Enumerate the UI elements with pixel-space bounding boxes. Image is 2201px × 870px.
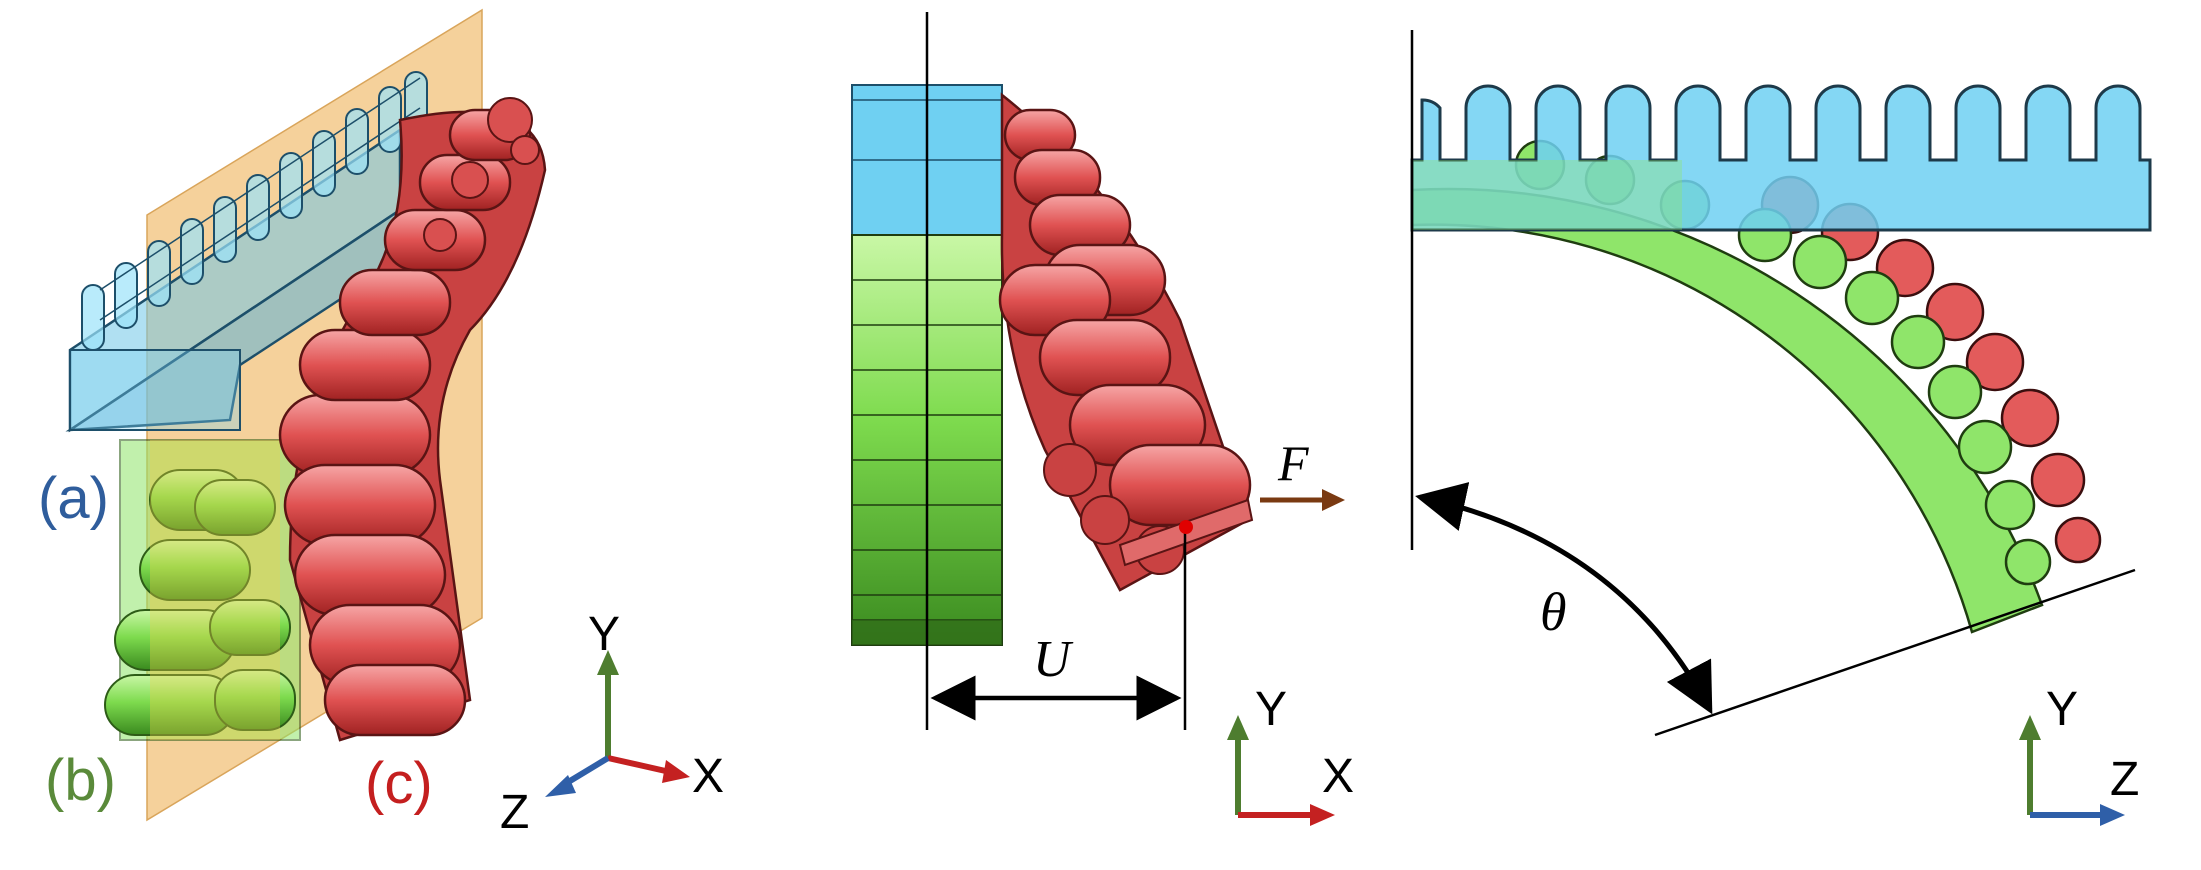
force-label: F [1277,435,1309,491]
axis3d-label-x: X [692,750,724,803]
displacement-label: U [1033,631,1074,688]
label-c: (c) [365,751,433,816]
axis3d-label-z: Z [500,786,529,839]
axis-mid-label-y: Y [1255,683,1287,736]
tip-point [1179,520,1193,534]
part-a-rack-side [1410,84,2152,232]
axis3d-label-y: Y [588,608,620,661]
panel-side-view: θ Y Z [1410,30,2152,826]
axis-right-label-z: Z [2110,753,2139,806]
axis-xy-middle: Y X [1227,683,1354,826]
axis-mid-label-x: X [1322,750,1354,803]
axis-right-label-y: Y [2046,683,2078,736]
axis-triad-3d: Y X Z [500,608,724,839]
part-a-rack [65,71,428,433]
tangent-reference [1654,568,2136,737]
angle-arc [1415,482,1713,715]
panel-3d-view: (a) (b) (c) Y X Z [38,8,724,839]
part-c-gear [278,97,547,742]
angle-label: θ [1540,582,1567,642]
panel-front-view: U F Y X [851,12,1354,826]
label-a: (a) [38,466,109,531]
axis-yz-right: Y Z [2019,683,2139,826]
part-c-deflected [998,92,1254,592]
part-b-stack [104,439,301,741]
label-b: (b) [45,748,116,813]
